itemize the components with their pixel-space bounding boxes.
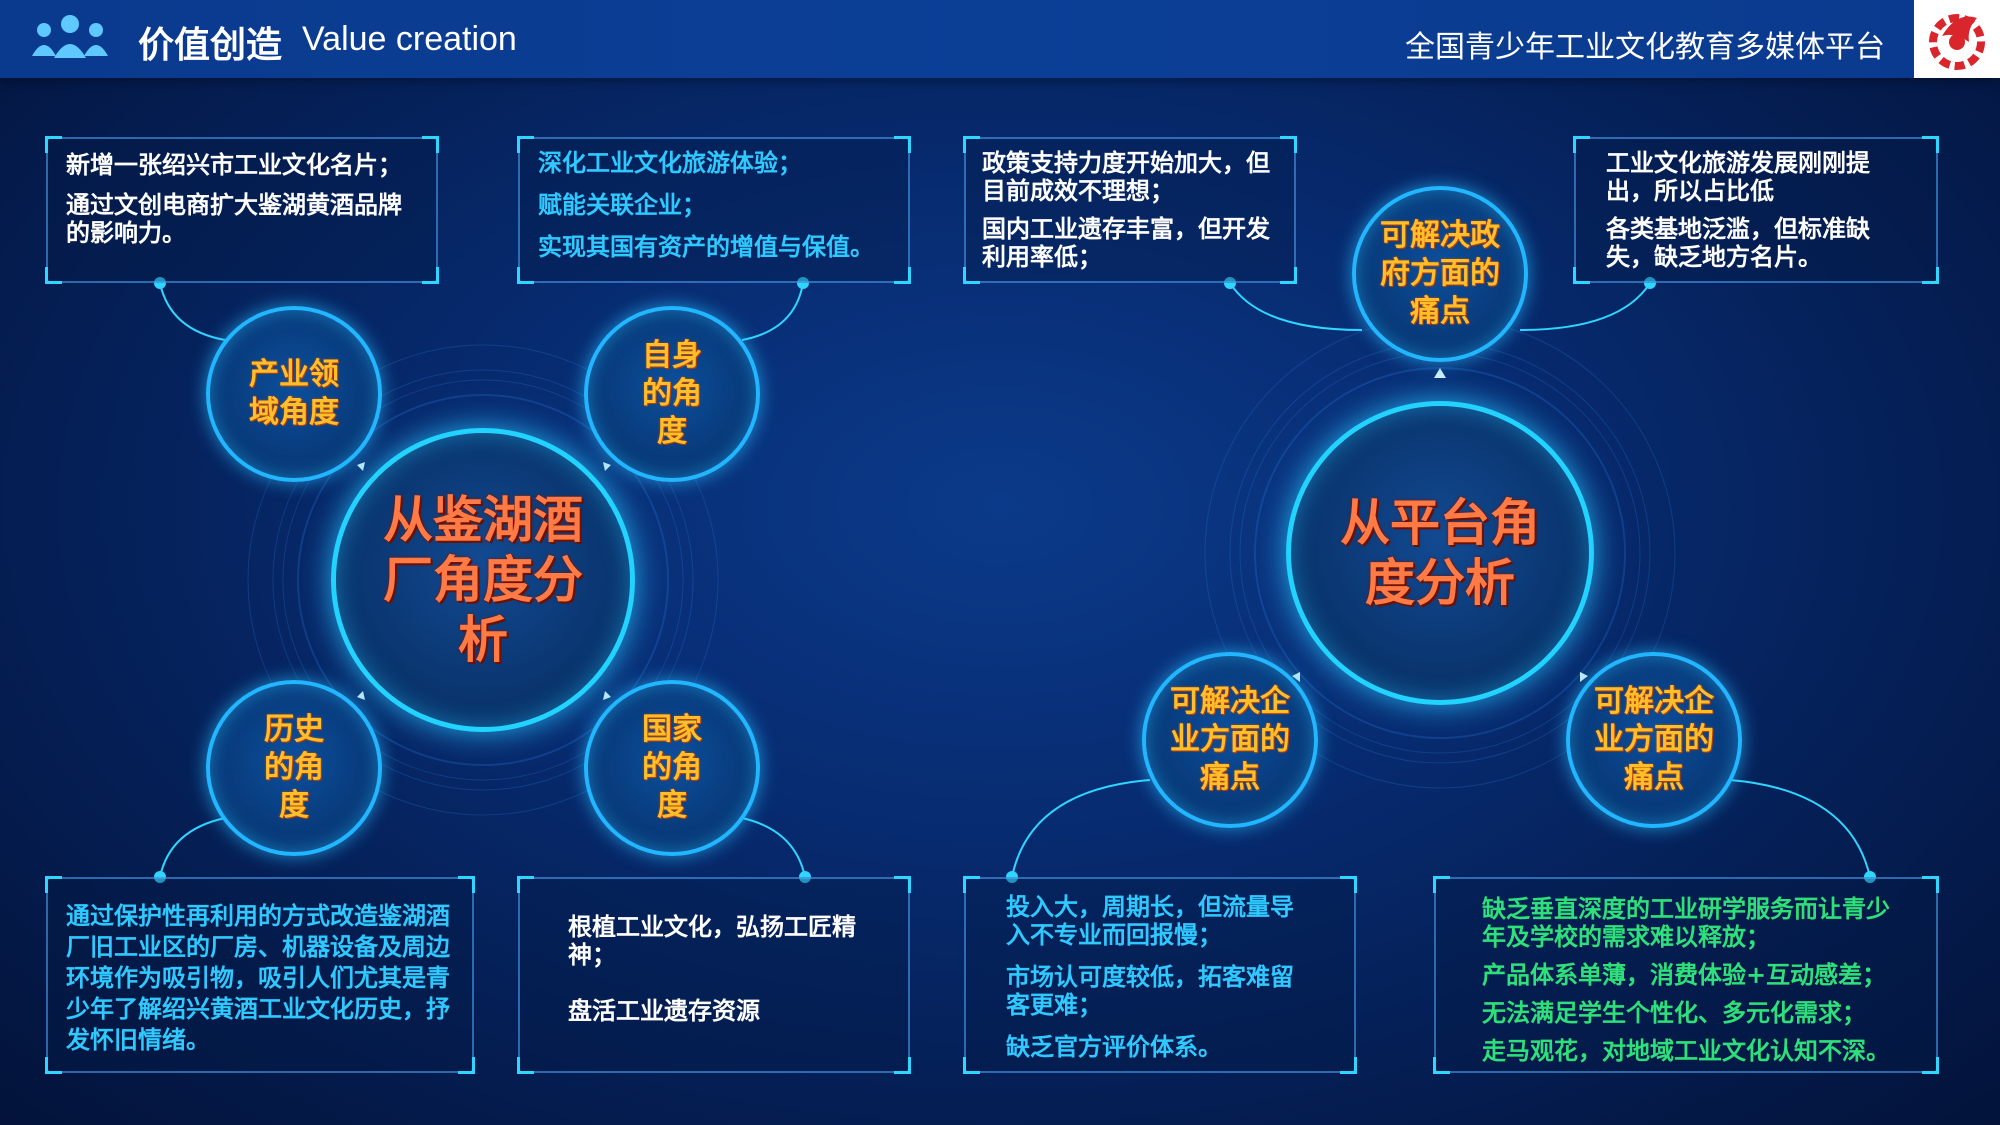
right-box-gov-right: 工业文化旅游发展刚刚提出，所以占比低 各类基地泛滥，但标准缺失，缺乏地方名片。: [1573, 136, 1939, 284]
node-label: 可解决企业方面的痛点: [1170, 684, 1290, 795]
box-text: 工业文化旅游发展刚刚提出，所以占比低: [1606, 149, 1870, 205]
left-center-label: 从鉴湖酒厂角度分析: [383, 491, 583, 669]
box-text: 通过保护性再利用的方式改造鉴湖酒厂旧工业区的厂房、机器设备及周边环境作为吸引物，…: [66, 902, 450, 1054]
users-group-icon: [32, 15, 108, 58]
node-self: 自身的角度: [584, 306, 760, 482]
right-box-gov-left: 政策支持力度开始加大，但目前成效不理想； 国内工业遗存丰富，但开发利用率低；: [963, 136, 1297, 284]
node-label: 自身的角度: [642, 338, 702, 449]
right-center-label: 从平台角度分析: [1340, 494, 1540, 612]
left-box-industry: 新增一张绍兴市工业文化名片； 通过文创电商扩大鉴湖黄酒品牌的影响力。: [45, 136, 439, 284]
node-history: 历史的角度: [206, 680, 382, 856]
box-text: 盘活工业遗存资源: [568, 997, 760, 1025]
left-box-history: 通过保护性再利用的方式改造鉴湖酒厂旧工业区的厂房、机器设备及周边环境作为吸引物，…: [45, 876, 475, 1074]
platform-name: 全国青少年工业文化教育多媒体平台: [1405, 30, 1885, 65]
box-text: 缺乏官方评价体系。: [1006, 1033, 1222, 1061]
box-text: 实现其国有资产的增值与保值。: [538, 233, 874, 261]
left-center-circle: 从鉴湖酒厂角度分析: [331, 428, 635, 732]
box-text: 各类基地泛滥，但标准缺失，缺乏地方名片。: [1606, 215, 1870, 271]
node-enterprise-2: 可解决企业方面的痛点: [1566, 652, 1742, 828]
left-connectors: [159, 282, 806, 878]
box-text: 投入大，周期长，但流量导入不专业而回报慢；: [1006, 893, 1294, 949]
right-box-enterprise-left: 投入大，周期长，但流量导入不专业而回报慢； 市场认可度较低，拓客难留客更难； 缺…: [963, 876, 1357, 1074]
box-text: 走马观花，对地域工业文化认知不深。: [1482, 1037, 1890, 1065]
node-label: 产业领域角度: [249, 357, 339, 430]
page-title-en: Value creation: [302, 20, 517, 58]
box-text: 新增一张绍兴市工业文化名片；: [66, 151, 402, 179]
page-title: 价值创造: [138, 25, 283, 66]
header-bar: 价值创造 Value creation 全国青少年工业文化教育多媒体平台: [0, 0, 2000, 78]
node-industry: 产业领域角度: [206, 306, 382, 482]
node-label: 可解决企业方面的痛点: [1594, 684, 1714, 795]
arrow-marks: [357, 368, 1588, 700]
box-text: 市场认可度较低，拓客难留客更难；: [1006, 963, 1294, 1019]
box-text: 根植工业文化，弘扬工匠精神；: [568, 913, 856, 969]
node-enterprise-1: 可解决企业方面的痛点: [1142, 652, 1318, 828]
node-label: 可解决政府方面的痛点: [1380, 218, 1500, 329]
gear-logo-icon: [1929, 14, 1985, 70]
box-text: 政策支持力度开始加大，但目前成效不理想；: [982, 149, 1270, 205]
right-connectors: [1011, 282, 1871, 878]
node-label: 国家的角度: [642, 712, 702, 823]
node-gov: 可解决政府方面的痛点: [1352, 186, 1528, 362]
box-text: 缺乏垂直深度的工业研学服务而让青少年及学校的需求难以释放；: [1482, 895, 1890, 951]
box-text: 国内工业遗存丰富，但开发利用率低；: [982, 215, 1270, 271]
logo: [1914, 0, 2000, 78]
right-center-circle: 从平台角度分析: [1286, 401, 1594, 705]
left-box-nation: 根植工业文化，弘扬工匠精神； 盘活工业遗存资源: [517, 876, 911, 1074]
right-box-enterprise-right: 缺乏垂直深度的工业研学服务而让青少年及学校的需求难以释放； 产品体系单薄，消费体…: [1433, 876, 1939, 1074]
box-text: 产品体系单薄，消费体验+互动感差；: [1482, 961, 1887, 989]
box-text: 通过文创电商扩大鉴湖黄酒品牌的影响力。: [66, 191, 402, 247]
node-nation: 国家的角度: [584, 680, 760, 856]
box-text: 赋能关联企业；: [538, 191, 706, 219]
node-label: 历史的角度: [264, 712, 324, 823]
box-text: 无法满足学生个性化、多元化需求；: [1482, 999, 1866, 1027]
box-text: 深化工业文化旅游体验；: [538, 149, 802, 177]
left-box-self: 深化工业文化旅游体验； 赋能关联企业； 实现其国有资产的增值与保值。: [517, 136, 911, 284]
